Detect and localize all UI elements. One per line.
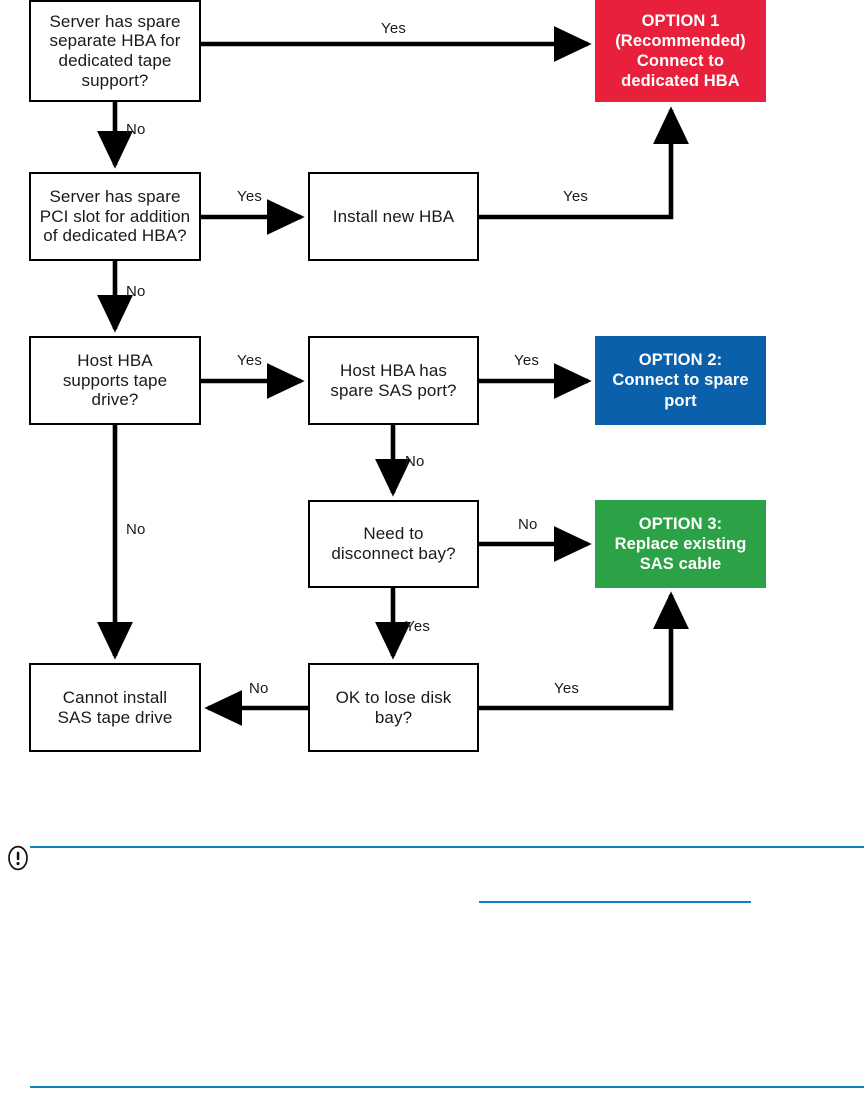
node-label: Host HBA has spare SAS port? [330, 360, 457, 400]
edge-label-install-yes: Yes [563, 188, 589, 205]
exclamation-circle-icon [8, 845, 28, 871]
edge-label-q2-no: No [126, 283, 146, 300]
edge-label-q5-no: No [518, 516, 538, 533]
node-label: OPTION 1 (Recommended) Connect to dedica… [615, 11, 746, 91]
node-label: Host HBA supports tape drive? [62, 350, 168, 410]
edge-label-q2-yes: Yes [237, 188, 263, 205]
node-cannot-install-sas-tape-drive[interactable]: Cannot install SAS tape drive [29, 663, 201, 752]
node-need-to-disconnect-bay[interactable]: Need to disconnect bay? [308, 500, 479, 588]
edge-label-q1-yes: Yes [381, 20, 407, 37]
edge-label-q1-no: No [126, 121, 146, 138]
edge-label-q3-no: No [126, 521, 146, 538]
edge-label-q3-yes: Yes [237, 352, 263, 369]
node-label: OPTION 3: Replace existing SAS cable [614, 514, 747, 574]
edge-label-q6-no: No [249, 680, 269, 697]
note-top-rule [30, 846, 864, 848]
flowchart-diagram: Server has spare separate HBA for dedica… [29, 0, 766, 752]
note-inline-underline [479, 901, 751, 903]
node-option-3-replace-existing-sas-cable[interactable]: OPTION 3: Replace existing SAS cable [595, 500, 766, 588]
edge-label-q6-yes: Yes [554, 680, 580, 697]
node-option-1-connect-to-dedicated-hba[interactable]: OPTION 1 (Recommended) Connect to dedica… [595, 0, 766, 102]
flowchart-connectors [97, 26, 689, 726]
node-ok-to-lose-disk-bay[interactable]: OK to lose disk bay? [308, 663, 479, 752]
node-label: Need to disconnect bay? [331, 524, 456, 563]
page-bottom-rule [30, 1086, 864, 1088]
node-server-has-spare-pci-slot[interactable]: Server has spare PCI slot for addition o… [29, 172, 201, 261]
node-label: Server has spare separate HBA for dedica… [49, 11, 181, 90]
node-label: Server has spare PCI slot for addition o… [39, 186, 191, 246]
node-server-has-spare-hba[interactable]: Server has spare separate HBA for dedica… [29, 0, 201, 102]
node-label: OK to lose disk bay? [335, 687, 452, 727]
node-host-hba-has-spare-sas-port[interactable]: Host HBA has spare SAS port? [308, 336, 479, 425]
edge-label-q5-yes: Yes [405, 618, 431, 635]
node-label: Install new HBA [332, 206, 455, 226]
node-host-hba-supports-tape-drive[interactable]: Host HBA supports tape drive? [29, 336, 201, 425]
edge-label-q4-yes: Yes [514, 352, 540, 369]
node-label: Cannot install SAS tape drive [57, 687, 173, 727]
note-callout-region [0, 790, 864, 1114]
node-label: OPTION 2: Connect to spare port [612, 351, 749, 410]
node-install-new-hba[interactable]: Install new HBA [308, 172, 479, 261]
node-option-2-connect-to-spare-port[interactable]: OPTION 2: Connect to spare port [595, 336, 766, 425]
edge-label-q4-no: No [405, 453, 425, 470]
